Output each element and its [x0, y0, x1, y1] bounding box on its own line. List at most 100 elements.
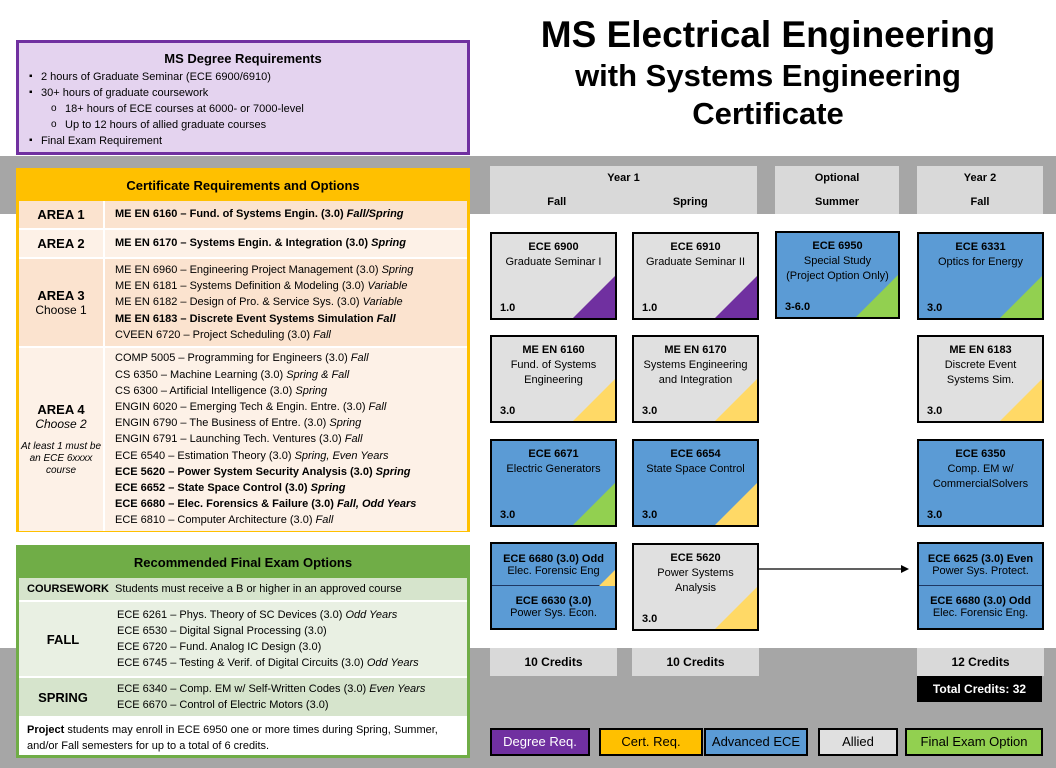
- course-credits: 1.0: [642, 302, 658, 314]
- course-semester: Fall: [350, 352, 369, 365]
- course-line: ME EN 6160 – Fund. of Systems Engin. (3.…: [115, 206, 467, 222]
- legend-advanced-ece: Advanced ECE: [704, 728, 808, 756]
- course-code: ME EN 6160: [522, 344, 585, 356]
- course-credits: 3.0: [500, 405, 516, 417]
- area-name: AREA 3: [37, 288, 85, 303]
- certificate-requirements-box: Certificate Requirements and Options ARE…: [16, 168, 470, 532]
- course-code: ECE 6900: [528, 241, 579, 253]
- course-name: Power Sys. Econ.: [510, 607, 597, 619]
- split-bottom: ECE 6680 (3.0) Odd Elec. Forensic Eng.: [919, 586, 1042, 628]
- area-courses: COMP 5005 – Programming for Engineers (3…: [105, 348, 467, 531]
- course-line: ECE 6340 – Comp. EM w/ Self-Written Code…: [117, 681, 467, 697]
- project-note-label: Project: [27, 724, 65, 736]
- course-semester: Variable: [367, 280, 408, 293]
- course-name: Power Sys. Protect.: [932, 564, 1029, 577]
- course-tile-ece6910[interactable]: ECE 6910 Graduate Seminar II 1.0: [632, 232, 759, 320]
- course-code: ECE 6625 (3.0) Even: [919, 553, 1042, 565]
- credits-spring-year1: 10 Credits: [632, 648, 759, 676]
- course-tile-ece6654[interactable]: ECE 6654 State Space Control 3.0: [632, 439, 759, 527]
- course-semester: Odd Years: [366, 657, 419, 669]
- area-courses: ME EN 6170 – Systems Engin. & Integratio…: [105, 230, 467, 257]
- course-tile-me6160[interactable]: ME EN 6160 Fund. of Systems Engineering …: [490, 335, 617, 423]
- list-item: 2 hours of Graduate Seminar (ECE 6900/69…: [29, 69, 457, 85]
- course-semester: Spring: [310, 482, 346, 495]
- course-title: ME EN 6183 – Discrete Event Systems Simu…: [115, 312, 377, 325]
- semester-labels: Fall Spring: [490, 190, 757, 214]
- course-title: ECE 6670 – Control of Electric Motors (3…: [117, 699, 329, 711]
- course-code: ECE 6331: [955, 241, 1006, 253]
- course-tile-me6183[interactable]: ME EN 6183 Discrete Event Systems Sim. 3…: [917, 335, 1044, 423]
- area-name: AREA 2: [37, 236, 85, 251]
- area-note: At least 1 must be an ECE 6xxxx course: [20, 441, 102, 476]
- course-tile-ece5620[interactable]: ECE 5620 Power Systems Analysis 3.0: [632, 543, 759, 631]
- course-code: ME EN 6170: [664, 344, 727, 356]
- cert-req-marker: [715, 483, 757, 525]
- course-title: ECE 6652 – State Space Control (3.0): [115, 482, 311, 495]
- certificate-heading: Certificate Requirements and Options: [19, 171, 467, 201]
- degree-req-marker: [573, 276, 615, 318]
- spring-label: SPRING: [38, 689, 88, 705]
- course-tile-ece6625-6680[interactable]: ECE 6625 (3.0) Even Power Sys. Protect. …: [917, 542, 1044, 630]
- course-line: ME EN 6183 – Discrete Event Systems Simu…: [115, 311, 467, 327]
- course-credits: 3.0: [642, 613, 658, 625]
- list-item: Up to 12 hours of allied graduate course…: [29, 117, 457, 133]
- page-title: MS Electrical Engineering with Systems E…: [480, 12, 1056, 133]
- year2-label: Year 2: [963, 172, 997, 184]
- title-line-1: MS Electrical Engineering: [540, 14, 996, 55]
- fall-row: FALL ECE 6261 – Phys. Theory of SC Devic…: [19, 602, 467, 678]
- project-note: Project students may enroll in ECE 6950 …: [19, 718, 467, 758]
- course-name: Electric Generators: [506, 463, 601, 475]
- course-name: Fund. of Systems Engineering: [510, 359, 597, 386]
- course-tile-me6170[interactable]: ME EN 6170 Systems Engineering and Integ…: [632, 335, 759, 423]
- degree-req-marker: [715, 276, 757, 318]
- degree-requirements-list: 2 hours of Graduate Seminar (ECE 6900/69…: [29, 69, 457, 149]
- credits-fall-year2: 12 Credits: [917, 648, 1044, 676]
- legend-allied: Allied: [818, 728, 898, 756]
- course-title: ENGIN 6791 – Launching Tech. Ventures (3…: [115, 433, 345, 446]
- split-top: ECE 6680 (3.0) Odd Elec. Forensic Eng: [492, 544, 615, 586]
- course-title: COMP 5005 – Programming for Engineers (3…: [115, 352, 351, 365]
- course-title: ECE 5620 – Power System Security Analysi…: [115, 465, 376, 478]
- course-name: Elec. Forensic Eng: [507, 564, 600, 577]
- course-semester: Fall: [376, 312, 396, 325]
- area-name: AREA 4: [37, 402, 85, 417]
- course-semester: Spring: [329, 417, 362, 430]
- course-name: Discrete Event Systems Sim.: [944, 359, 1017, 386]
- course-line: ECE 6745 – Testing & Verif. of Digital C…: [117, 655, 467, 671]
- course-credits: 3.0: [500, 509, 516, 521]
- course-semester: Fall: [313, 328, 331, 341]
- course-title: ECE 6720 – Fund. Analog IC Design (3.0): [117, 641, 322, 653]
- course-tile-ece6350[interactable]: ECE 6350 Comp. EM w/ CommercialSolvers 3…: [917, 439, 1044, 527]
- course-credits: 3.0: [927, 302, 943, 314]
- area-2-row: AREA 2 ME EN 6170 – Systems Engin. & Int…: [19, 230, 467, 259]
- course-tile-ece6331[interactable]: ECE 6331 Optics for Energy 3.0: [917, 232, 1044, 320]
- course-code: ECE 5620: [670, 552, 721, 564]
- course-credits: 3.0: [927, 405, 943, 417]
- course-tile-ece6680-6630[interactable]: ECE 6680 (3.0) Odd Elec. Forensic Eng EC…: [490, 542, 617, 630]
- course-tile-ece6900[interactable]: ECE 6900 Graduate Seminar I 1.0: [490, 232, 617, 320]
- course-semester: Variable: [362, 296, 403, 309]
- course-name: Graduate Seminar II: [645, 256, 746, 268]
- course-line: CS 6300 – Artificial Intelligence (3.0) …: [115, 383, 467, 399]
- summer-label: Summer: [814, 196, 860, 208]
- course-line: ME EN 6170 – Systems Engin. & Integratio…: [115, 235, 467, 251]
- course-line: ECE 6680 – Elec. Forensics & Failure (3.…: [115, 496, 467, 512]
- course-title: ECE 6261 – Phys. Theory of SC Devices (3…: [117, 609, 346, 621]
- course-credits: 3.0: [642, 509, 658, 521]
- course-code: ECE 6671: [528, 448, 579, 460]
- course-code: ME EN 6183: [949, 344, 1012, 356]
- course-code-text: ECE 6625 (3.0) Even: [927, 552, 1034, 565]
- course-semester: Spring: [375, 465, 411, 478]
- area-name: AREA 1: [37, 207, 85, 222]
- course-title: ME EN 6160 – Fund. of Systems Engin. (3.…: [115, 208, 347, 221]
- course-tile-ece6950[interactable]: ECE 6950 Special Study (Project Option O…: [775, 231, 900, 319]
- course-code: ECE 6680 (3.0) Odd: [503, 552, 604, 565]
- fall-label: Fall: [547, 196, 567, 208]
- legend-final-exam: Final Exam Option: [905, 728, 1043, 756]
- course-semester: Fall, Odd Years: [336, 498, 417, 511]
- course-semester: Fall: [315, 514, 334, 527]
- course-tile-ece6671[interactable]: ECE 6671 Electric Generators 3.0: [490, 439, 617, 527]
- spring-label: Spring: [672, 196, 708, 208]
- summer-header: Optional Summer: [775, 166, 899, 214]
- course-title: CS 6300 – Artificial Intelligence (3.0): [115, 384, 296, 397]
